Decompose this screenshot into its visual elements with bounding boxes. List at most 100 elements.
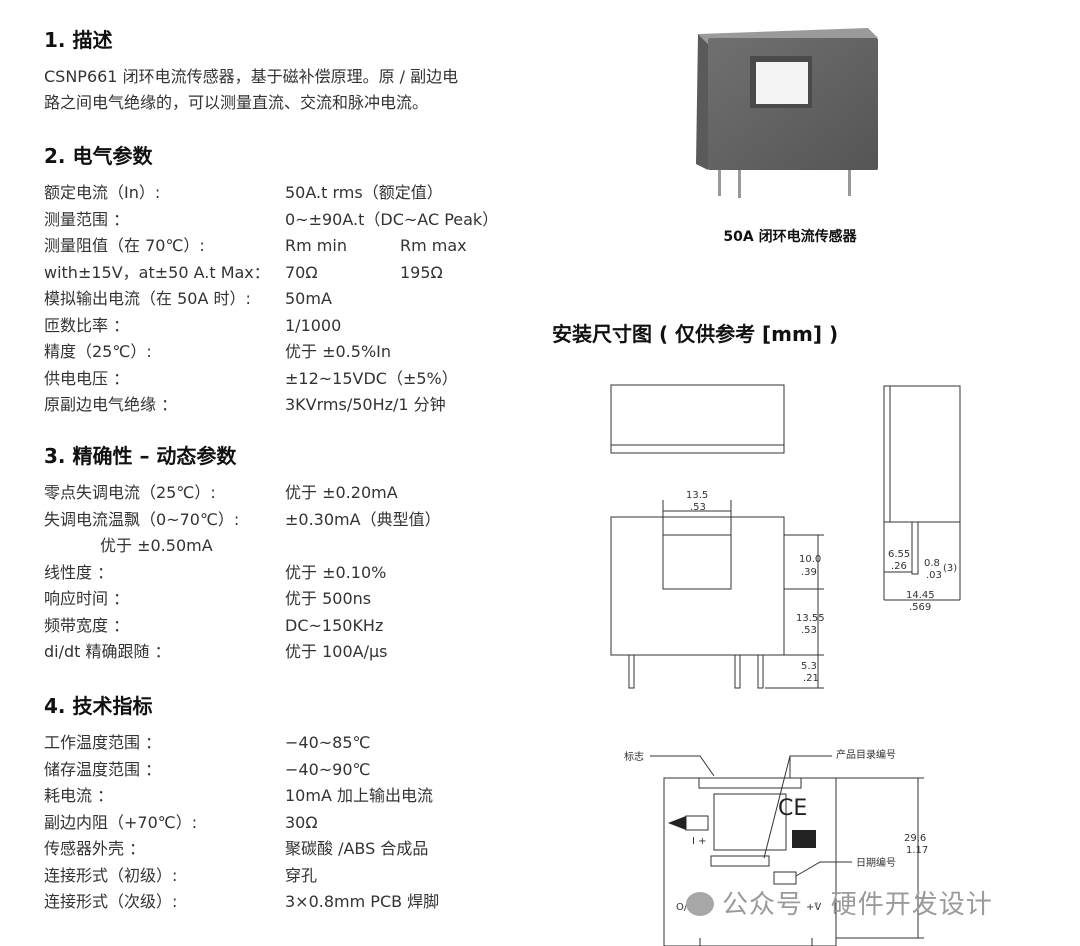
param-label: 测量阻值（在 70℃）:	[44, 236, 205, 255]
section-title: 4. 技术指标	[44, 694, 153, 718]
callout-label: 标志	[624, 750, 644, 763]
ce-mark: CE	[778, 796, 807, 821]
section-description: 1. 描述 CSNP661 闭环电流传感器，基于磁补偿原理。原 / 副边电 路之…	[44, 26, 544, 116]
wechat-icon	[686, 892, 714, 916]
param-value: 优于 ±0.10%	[285, 562, 387, 582]
param-value: 优于 ±0.20mA	[285, 483, 398, 502]
dim-label: .26	[891, 561, 907, 572]
param-row: 供电电压 ： ±12~15VDC（±5%）	[44, 366, 544, 393]
description-text: CSNP661 闭环电流传感器，基于磁补偿原理。原 / 副边电 路之间电气绝缘的…	[44, 64, 544, 116]
param-row: 精度（25℃）:优于 ±0.5%In	[44, 339, 544, 366]
dim-label: (3)	[943, 563, 957, 574]
param-row: 连接形式（次级）: 3×0.8mm PCB 焊脚	[44, 889, 544, 916]
dim-label: .569	[909, 602, 931, 613]
param-row: 测量范围 ：0~±90A.t（DC~AC Peak）	[44, 207, 544, 234]
dim-label: 29.6	[904, 833, 926, 844]
description-line: 路之间电气绝缘的，可以测量直流、交流和脉冲电流。	[44, 93, 429, 112]
param-value: 聚碳酸 /ABS 合成品	[285, 839, 429, 858]
front-view	[610, 500, 824, 689]
param-label: 线性度 ：	[44, 562, 114, 582]
param-row: 零点失调电流（25℃）:优于 ±0.20mA	[44, 480, 544, 507]
param-row: 传感器外壳 ： 聚碳酸 /ABS 合成品	[44, 836, 544, 863]
param-row: 模拟输出电流（在 50A 时）:50mA	[44, 286, 544, 313]
dimension-title: 安装尺寸图 ( 仅供参考 [mm] )	[552, 322, 839, 346]
param-label: 供电电压 ：	[44, 368, 130, 388]
callout-label: 日期编号	[856, 856, 896, 869]
param-row: 工作温度范围 ： −40~85℃	[44, 730, 544, 757]
param-value-2: Rm max	[400, 236, 467, 255]
param-row: 储存温度范围 ：−40~90℃	[44, 757, 544, 784]
side-view	[883, 385, 961, 601]
param-row: 优于 ±0.50mA	[44, 533, 544, 560]
param-value: ±0.30mA（典型值）	[285, 509, 441, 529]
section-electrical: 2. 电气参数 额定电流（In）:50A.t rms（额定值）测量范围 ：0~±…	[44, 142, 544, 419]
param-row: 频带宽度 ： DC~150KHz	[44, 613, 544, 640]
dim-label: 13.55	[796, 613, 825, 624]
param-label: 响应时间 ：	[44, 589, 130, 608]
param-label: 副边内阻（+70℃）:	[44, 812, 198, 832]
watermark: 公众号 · 硬件开发设计	[686, 884, 993, 921]
param-row: di/dt 精确跟随 ： 优于 100A/μs	[44, 639, 544, 666]
dim-label: .39	[801, 567, 817, 578]
param-value: −40~85℃	[285, 733, 371, 752]
param-value-2: 195Ω	[400, 262, 443, 282]
param-value: 3×0.8mm PCB 焊脚	[285, 892, 440, 911]
param-row: 匝数比率 ：1/1000	[44, 313, 544, 340]
param-row: 连接形式（初级）:穿孔	[44, 863, 544, 890]
param-value: 优于 500ns	[285, 589, 372, 608]
param-label: 测量范围 ：	[44, 209, 130, 229]
dim-label: .53	[801, 625, 817, 636]
param-label: 额定电流（In）:	[44, 183, 161, 202]
dim-label: 6.55	[888, 549, 910, 560]
photo-caption: 50A 闭环电流传感器	[723, 229, 857, 245]
label-view	[650, 755, 924, 946]
callout-label: 产品目录编号	[836, 748, 896, 761]
param-value: Rm min	[285, 236, 347, 255]
description-line: CSNP661 闭环电流传感器，基于磁补偿原理。原 / 副边电	[44, 67, 459, 86]
param-value: 10mA 加上输出电流	[285, 786, 433, 805]
electrical-params: 额定电流（In）:50A.t rms（额定值）测量范围 ：0~±90A.t（DC…	[44, 180, 544, 419]
dim-label: 13.5	[686, 490, 708, 501]
param-label: 优于 ±0.50mA	[100, 536, 213, 555]
pin-label: +V	[806, 902, 821, 913]
callout-label: I +	[692, 836, 707, 847]
param-value: DC~150KHz	[285, 615, 384, 635]
param-label: 耗电流 ：	[44, 786, 114, 805]
param-value: 3KVrms/50Hz/1 分钟	[285, 395, 446, 414]
param-label: 传感器外壳 ：	[44, 839, 146, 858]
param-row: 额定电流（In）:50A.t rms（额定值）	[44, 180, 544, 207]
dim-label: 10.0	[799, 554, 821, 565]
param-row: 线性度 ： 优于 ±0.10%	[44, 560, 544, 587]
section-title: 2. 电气参数	[44, 144, 153, 168]
param-value: ±12~15VDC（±5%）	[285, 368, 458, 388]
param-label: 模拟输出电流（在 50A 时）:	[44, 289, 251, 308]
param-row: 失调电流温飘（0~70℃）:±0.30mA（典型值）	[44, 507, 544, 534]
param-value: −40~90℃	[285, 759, 371, 779]
dim-label: 0.8	[924, 558, 940, 569]
param-value: 30Ω	[285, 812, 318, 832]
param-label: 工作温度范围 ：	[44, 733, 162, 752]
dimension-drawing: CE 13.5 .53 10.0 .39 13.55 .53 5.3 .21 6…	[610, 384, 961, 946]
section-title: 1. 描述	[44, 28, 113, 52]
param-label: 连接形式（次级）:	[44, 892, 178, 911]
dim-label: .03	[926, 570, 942, 581]
technical-params: 工作温度范围 ： −40~85℃ 储存温度范围 ：−40~90℃ 耗电流 ： 10mA …	[44, 730, 544, 916]
param-label: 原副边电气绝缘 ：	[44, 395, 178, 414]
dim-label: 14.45	[906, 590, 935, 601]
param-value: 优于 100A/μs	[285, 642, 388, 661]
param-value: 穿孔	[285, 865, 318, 885]
param-row: 副边内阻（+70℃）: 30Ω	[44, 810, 544, 837]
param-label: 匝数比率 ：	[44, 315, 130, 335]
param-label: di/dt 精确跟随 ：	[44, 642, 171, 661]
sensor-photo	[696, 28, 878, 198]
param-row: 响应时间 ： 优于 500ns	[44, 586, 544, 613]
param-row: 耗电流 ： 10mA 加上输出电流	[44, 783, 544, 810]
param-label: 频带宽度 ：	[44, 615, 130, 635]
param-row: 测量阻值（在 70℃）: Rm min Rm max	[44, 233, 544, 260]
param-row: 原副边电气绝缘 ： 3KVrms/50Hz/1 分钟	[44, 392, 544, 419]
top-view	[610, 384, 785, 454]
